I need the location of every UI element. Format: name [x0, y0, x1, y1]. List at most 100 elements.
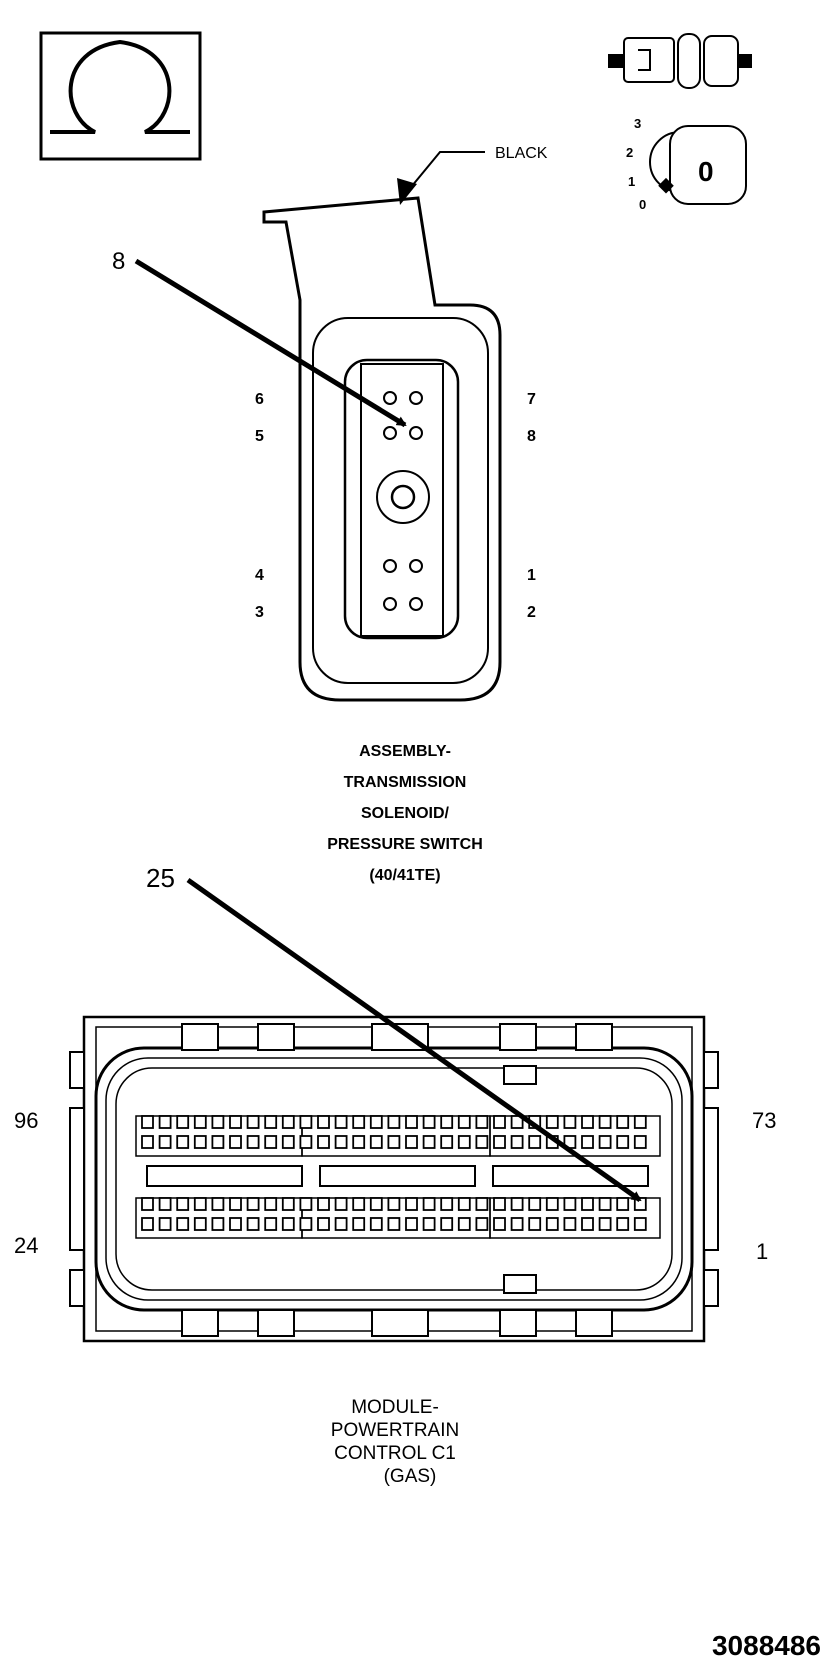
terminal-cavity — [334, 1217, 348, 1231]
corner-label-24: 24 — [14, 1233, 38, 1258]
terminal-cavity — [176, 1197, 190, 1211]
terminal-cavity — [317, 1217, 330, 1231]
terminal-cavity — [158, 1197, 172, 1211]
terminal-cavity — [211, 1135, 225, 1149]
terminal-cavity — [528, 1135, 542, 1149]
figure-number: 3088486 — [712, 1630, 821, 1661]
terminal-cavity — [229, 1197, 242, 1211]
pin-label-3: 3 — [255, 604, 264, 621]
terminal-cavity — [422, 1197, 436, 1211]
pcm-title-line-1: MODULE- — [351, 1397, 439, 1418]
terminal-cavity — [581, 1217, 594, 1231]
terminal-cavity — [352, 1115, 366, 1129]
callout-pin-8: 8 — [112, 248, 125, 275]
terminal-cavity — [176, 1115, 190, 1129]
terminal-cavity — [440, 1217, 454, 1231]
terminal-cavity — [141, 1197, 154, 1211]
terminal-cavities — [135, 1115, 661, 1239]
terminal-cavity — [141, 1135, 154, 1149]
terminal-cavity — [299, 1135, 313, 1149]
pin-label-4: 4 — [255, 567, 264, 584]
terminal-cavity — [475, 1135, 489, 1149]
terminal-cavity — [387, 1115, 401, 1129]
terminal-cavity — [369, 1115, 383, 1129]
terminal-cavity — [299, 1217, 313, 1231]
terminal-cavity — [193, 1197, 207, 1211]
terminal-cavity — [493, 1115, 506, 1129]
terminal-cavity — [229, 1115, 242, 1129]
corner-label-73: 73 — [752, 1108, 776, 1133]
terminal-cavity — [528, 1197, 542, 1211]
ignition-position-1: 1 — [628, 174, 635, 189]
terminal-cavity — [334, 1135, 348, 1149]
terminal-cavity — [598, 1115, 612, 1129]
ignition-position-2: 2 — [626, 145, 633, 160]
terminal-cavity — [387, 1197, 401, 1211]
terminal-cavity — [264, 1115, 278, 1129]
terminal-cavity — [510, 1197, 524, 1211]
connector-disconnect-icon — [608, 33, 752, 89]
terminal-cavity — [334, 1115, 348, 1129]
pin-label-6: 6 — [255, 391, 264, 408]
terminal-cavity — [581, 1197, 594, 1211]
terminal-cavity — [176, 1217, 190, 1231]
top-title-line-3: SOLENOID/ — [361, 805, 450, 822]
terminal-cavity — [405, 1115, 418, 1129]
terminal-cavity — [281, 1115, 295, 1129]
terminal-cavity — [246, 1217, 260, 1231]
terminal-cavity — [141, 1115, 154, 1129]
terminal-cavity — [352, 1217, 366, 1231]
terminal-cavity — [264, 1197, 278, 1211]
top-title-line-4: PRESSURE SWITCH — [327, 836, 483, 853]
terminal-cavity — [616, 1197, 630, 1211]
ohmmeter-icon — [39, 31, 202, 161]
wire-color-label: BLACK — [495, 145, 548, 162]
wire-color-arrowhead — [397, 178, 417, 205]
terminal-cavity — [369, 1135, 383, 1149]
terminal-cavity — [352, 1197, 366, 1211]
terminal-cavity — [369, 1197, 383, 1211]
terminal-cavity — [193, 1115, 207, 1129]
pin-label-2: 2 — [527, 604, 536, 621]
terminal-cavity — [229, 1135, 242, 1149]
terminal-cavity — [563, 1217, 577, 1231]
terminal-cavity — [141, 1217, 154, 1231]
terminal-cavity — [299, 1197, 313, 1211]
terminal-cavity — [493, 1217, 506, 1231]
terminal-cavity — [176, 1135, 190, 1149]
terminal-cavity — [317, 1135, 330, 1149]
terminal-cavity — [387, 1135, 401, 1149]
terminal-cavity — [211, 1217, 225, 1231]
pcm-title-line-2: POWERTRAIN — [331, 1420, 459, 1441]
terminal-cavity — [387, 1217, 401, 1231]
ignition-key-off-icon: 3 2 1 0 0 — [626, 116, 747, 212]
terminal-cavity — [545, 1197, 559, 1211]
terminal-cavity — [405, 1197, 418, 1211]
terminal-cavity — [616, 1115, 630, 1129]
terminal-cavity — [299, 1115, 313, 1129]
ignition-position-0: 0 — [639, 197, 646, 212]
terminal-cavity — [211, 1197, 225, 1211]
wire-color-leader — [406, 151, 485, 193]
pcm-title-line-4: (GAS) — [384, 1466, 437, 1487]
terminal-cavity — [422, 1135, 436, 1149]
terminal-cavity — [229, 1217, 242, 1231]
terminal-cavity — [528, 1217, 542, 1231]
terminal-cavity — [475, 1217, 489, 1231]
terminal-cavity — [422, 1115, 436, 1129]
pin-label-5: 5 — [255, 428, 264, 445]
terminal-cavity — [246, 1197, 260, 1211]
terminal-cavity — [211, 1115, 225, 1129]
terminal-cavity — [493, 1197, 506, 1211]
ignition-position-3: 3 — [634, 116, 641, 131]
terminal-cavity — [475, 1197, 489, 1211]
terminal-cavity — [457, 1115, 471, 1129]
terminal-cavity — [633, 1217, 647, 1231]
terminal-cavity — [422, 1217, 436, 1231]
top-title-line-2: TRANSMISSION — [344, 774, 467, 791]
corner-label-1: 1 — [756, 1239, 768, 1264]
terminal-cavity — [633, 1115, 647, 1129]
terminal-cavity — [563, 1197, 577, 1211]
terminal-cavity — [193, 1135, 207, 1149]
terminal-cavity — [457, 1197, 471, 1211]
